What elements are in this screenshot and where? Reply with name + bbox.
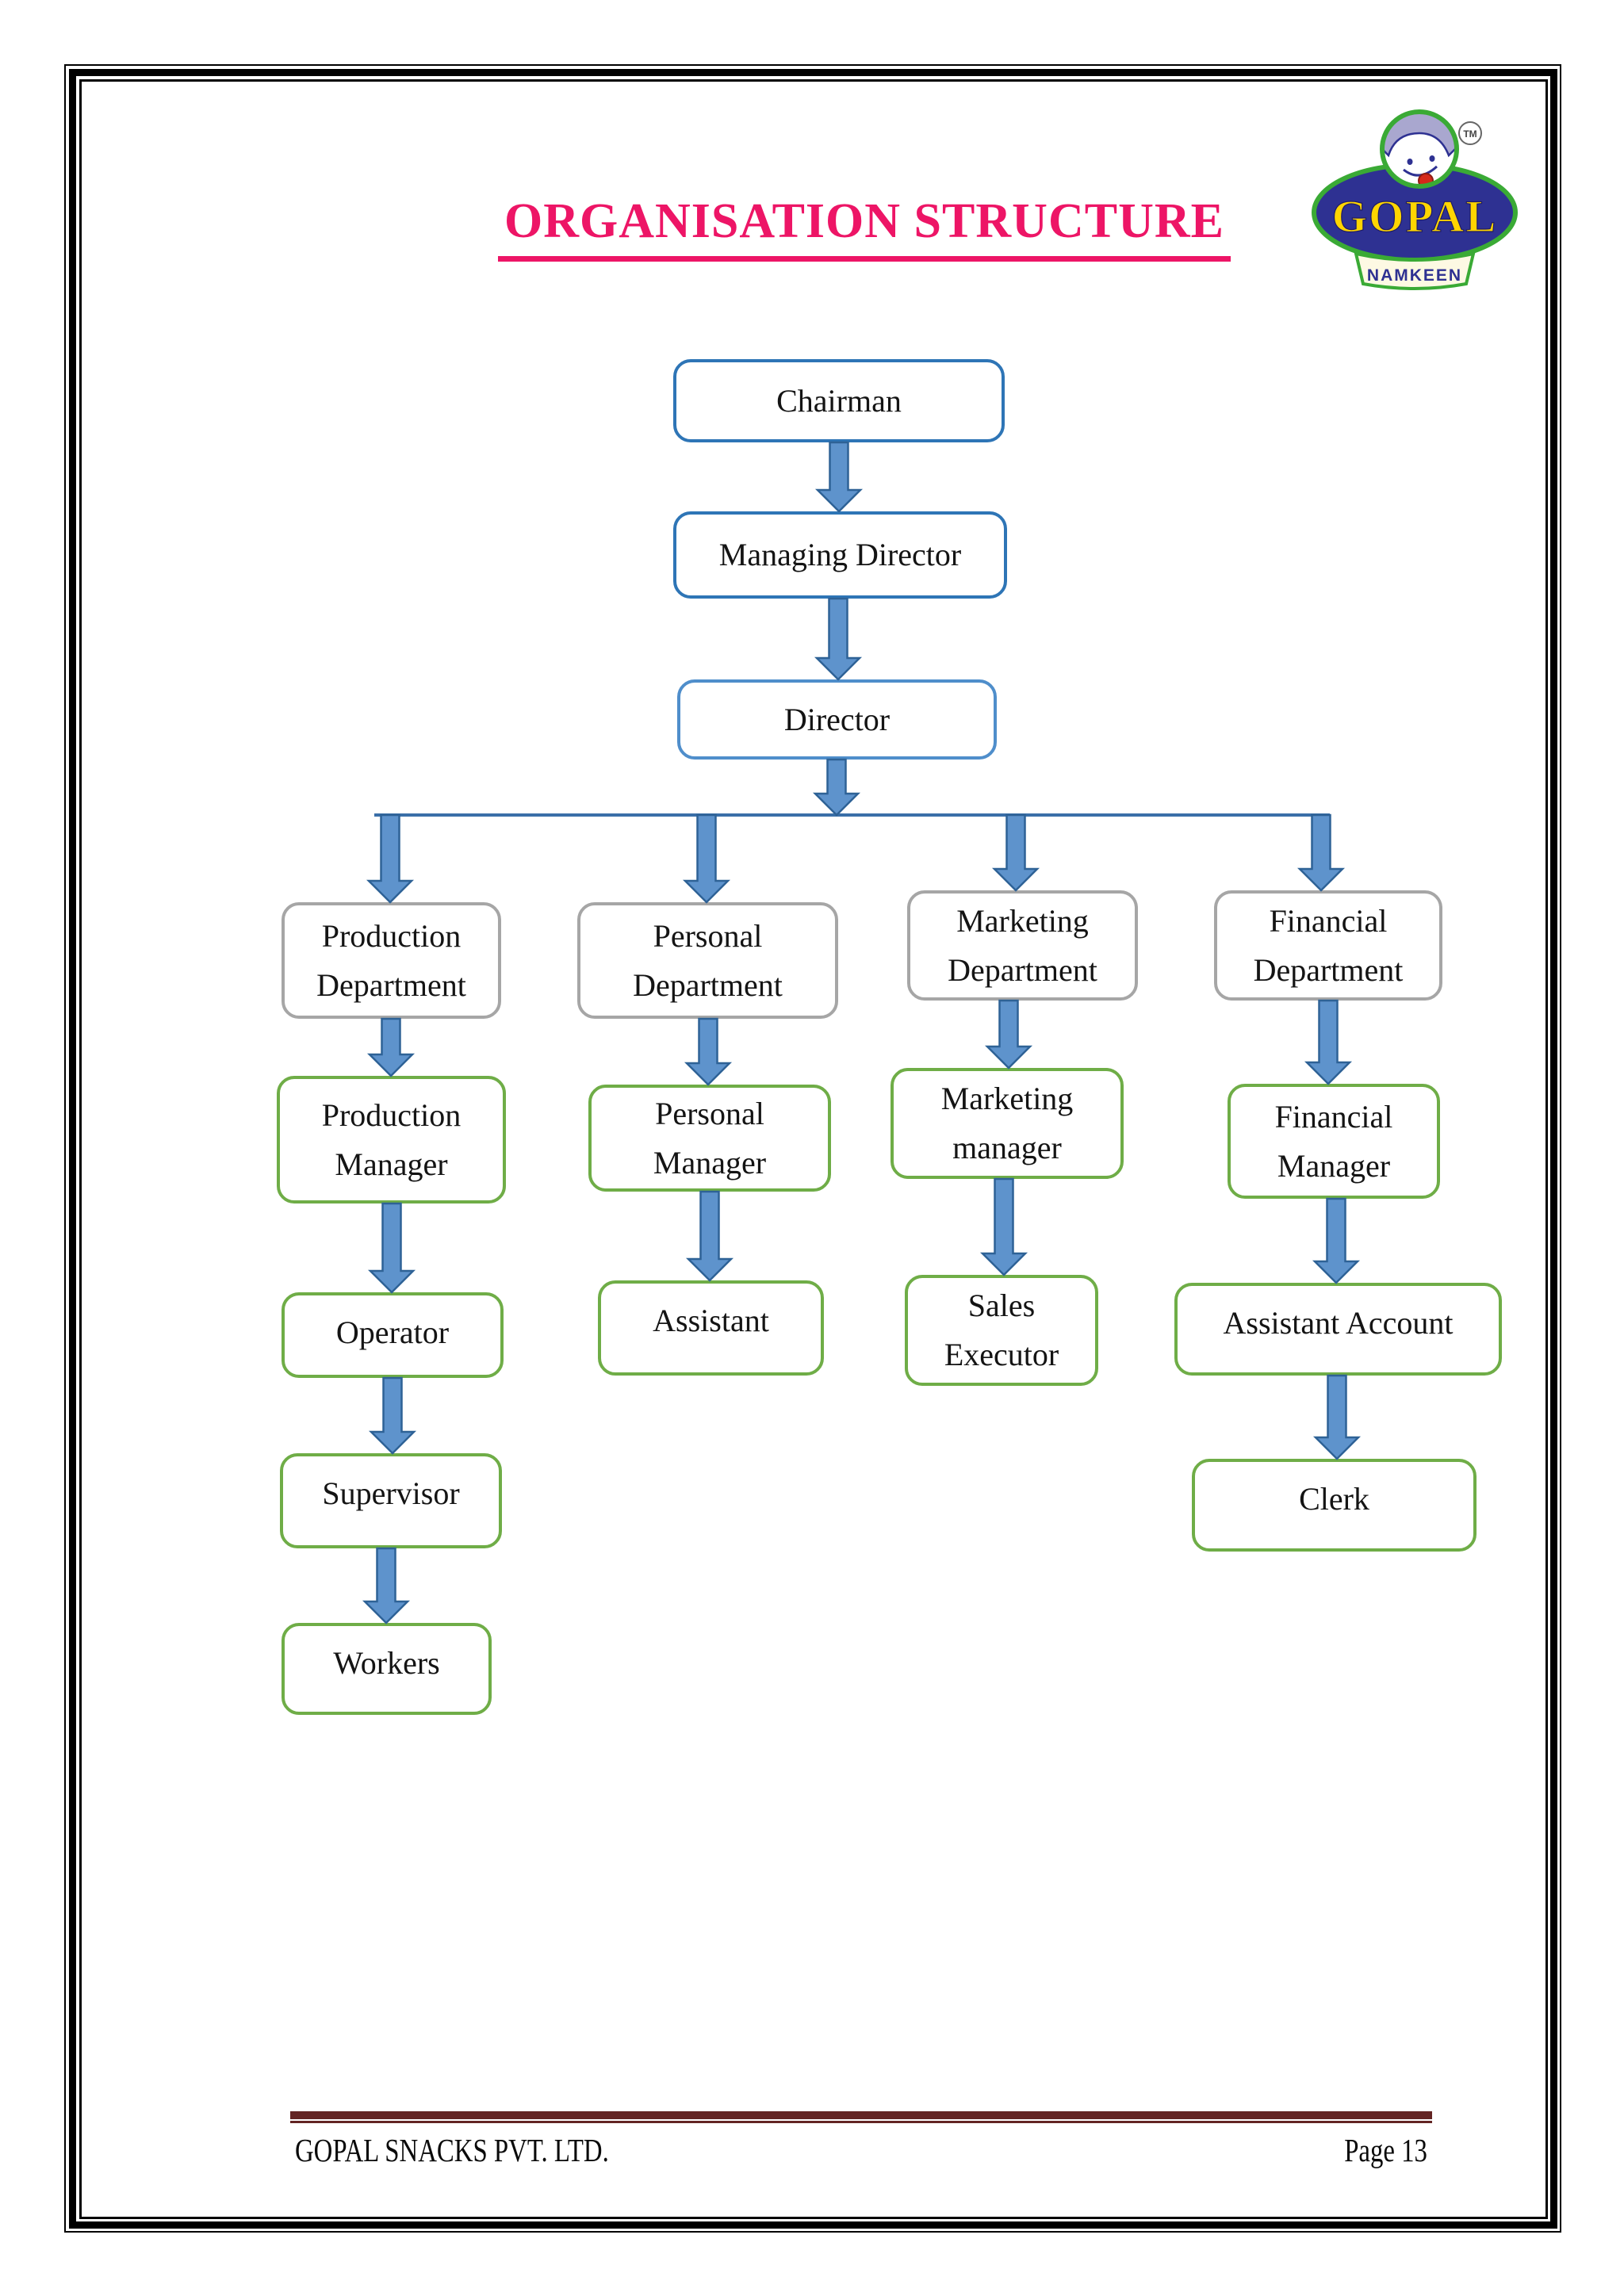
org-node-label: Financial Department — [1253, 902, 1404, 988]
org-node-personal-department: Personal Department — [577, 902, 838, 1019]
connector-arrow — [684, 1017, 733, 1086]
connector-arrow — [366, 1017, 416, 1077]
org-node-label: Operator — [335, 1314, 450, 1350]
connector-arrow — [814, 597, 863, 681]
org-node-assistant: Assistant — [598, 1280, 824, 1376]
org-node-marketing-department: Marketing Department — [907, 890, 1138, 1001]
org-node-label: Assistant — [653, 1303, 769, 1338]
connector-arrow — [367, 1202, 416, 1294]
svg-text:TM: TM — [1463, 128, 1477, 140]
org-node-label: Assistant Account — [1223, 1305, 1454, 1341]
org-node-label: Chairman — [776, 382, 902, 419]
connector-arrow — [1312, 1197, 1361, 1284]
footer-company: GOPAL SNACKS PVT. LTD. — [295, 2132, 609, 2168]
connector-arrow — [1312, 1374, 1362, 1460]
org-node-label: Managing Director — [718, 537, 962, 572]
org-node-label: Marketing manager — [940, 1081, 1074, 1165]
org-node-production-manager: Production Manager — [277, 1076, 506, 1203]
org-node-production-department: Production Department — [282, 902, 501, 1019]
connector-arrow — [984, 999, 1033, 1070]
connector-arrow — [814, 441, 864, 513]
footer-rule-thick — [290, 2111, 1432, 2119]
org-node-marketing-manager: Marketing manager — [891, 1068, 1124, 1179]
org-node-label: Sales Executor — [944, 1288, 1059, 1372]
logo-ribbon: NAMKEEN — [1354, 251, 1476, 290]
org-node-financial-department: Financial Department — [1214, 890, 1442, 1001]
org-node-financial-manager: Financial Manager — [1228, 1084, 1440, 1199]
footer-page-number: Page 13 — [1344, 2132, 1427, 2168]
org-node-clerk: Clerk — [1192, 1459, 1477, 1552]
connector-arrow — [1297, 813, 1346, 892]
org-node-operator: Operator — [282, 1292, 504, 1378]
tm-icon: TM — [1458, 121, 1482, 145]
org-node-supervisor: Supervisor — [280, 1453, 502, 1548]
org-node-label: Production Department — [316, 917, 466, 1003]
org-node-managing-director: Managing Director — [673, 511, 1007, 599]
connector-arrow — [812, 758, 861, 817]
org-node-label: Marketing Department — [948, 902, 1097, 988]
connector-arrow — [979, 1177, 1028, 1276]
org-node-label: Clerk — [1299, 1481, 1369, 1517]
connector-arrow — [1304, 999, 1353, 1085]
org-node-label: Production Manager — [321, 1096, 462, 1182]
connector-arrow — [991, 813, 1040, 892]
connector-arrow — [366, 813, 415, 904]
connector-arrow — [362, 1547, 411, 1624]
page-title-text: ORGANISATION STRUCTURE — [498, 195, 1231, 262]
connector-arrow — [368, 1376, 417, 1455]
org-node-personal-manager: Personal Manager — [588, 1085, 831, 1192]
page-title: ORGANISATION STRUCTURE — [444, 195, 1285, 262]
org-node-label: Supervisor — [322, 1475, 460, 1511]
logo-tagline-text: NAMKEEN — [1367, 266, 1462, 285]
footer-rule-thin — [290, 2121, 1432, 2123]
org-node-sales-executor: Sales Executor — [905, 1275, 1098, 1386]
org-node-label: Director — [783, 701, 891, 737]
org-node-workers: Workers — [282, 1623, 492, 1715]
org-node-label: Financial Manager — [1274, 1098, 1393, 1184]
org-node-director: Director — [677, 679, 997, 760]
gopal-namkeen-logo: TM GOPAL NAMKEEN — [1312, 109, 1518, 290]
connector-arrow — [685, 1190, 734, 1282]
connector-arrow — [682, 813, 731, 904]
logo-brand-text: GOPAL — [1332, 192, 1497, 242]
org-node-assistant-account: Assistant Account — [1174, 1283, 1502, 1376]
mascot-icon — [1380, 109, 1459, 189]
org-node-label: Personal Manager — [653, 1095, 767, 1181]
org-node-chairman: Chairman — [673, 359, 1005, 442]
org-node-label: Workers — [333, 1645, 440, 1681]
org-node-label: Personal Department — [633, 917, 783, 1003]
